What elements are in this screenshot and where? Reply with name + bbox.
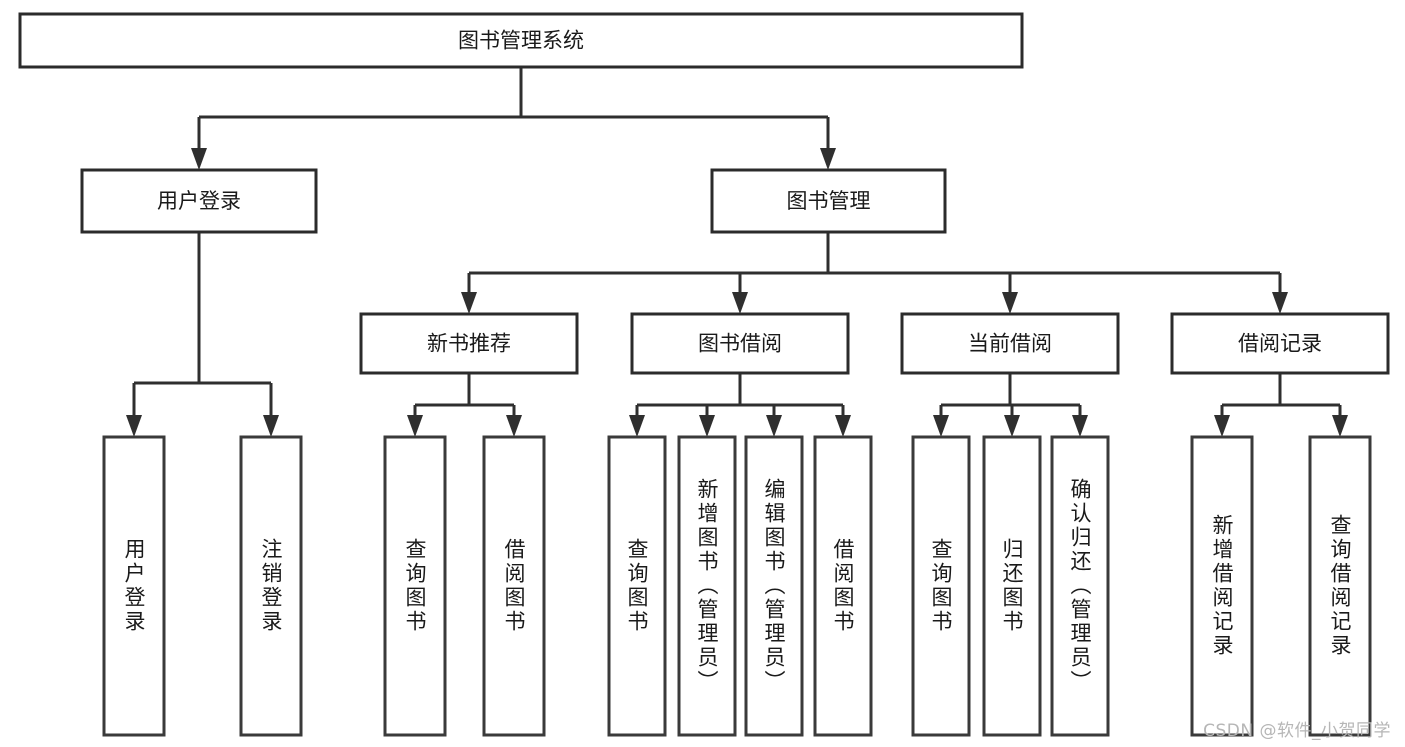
node-box[interactable]	[911, 435, 971, 737]
node-label: 归还图书	[1000, 538, 1024, 634]
node-box[interactable]	[1170, 312, 1390, 375]
node-label: 查询图书	[929, 538, 953, 634]
node-label: 借阅图书	[831, 538, 855, 634]
node-box[interactable]	[677, 435, 737, 737]
node-leaf-logout-login[interactable]: 注销登录	[239, 435, 303, 737]
node-box[interactable]	[744, 435, 804, 737]
node-leaf-user-login[interactable]: 用户登录	[102, 435, 166, 737]
edge-arrowhead	[506, 415, 522, 437]
node-box[interactable]	[80, 168, 318, 234]
node-box[interactable]	[482, 435, 546, 737]
edge-arrowhead	[263, 415, 279, 437]
node-leaf-confirm-return-admin[interactable]: 确认归还（管理员）	[1050, 435, 1110, 737]
node-leaf-return-book[interactable]: 归还图书	[982, 435, 1042, 737]
node-label: 查询图书	[403, 538, 427, 634]
node-book-borrow[interactable]: 图书借阅	[630, 312, 850, 375]
edge-arrowhead	[732, 292, 748, 314]
csdn-watermark: CSDN @软件_小贺同学	[1203, 721, 1391, 741]
node-box[interactable]	[900, 312, 1120, 375]
node-box[interactable]	[359, 312, 579, 375]
node-label: 编辑图书（管理员）	[762, 478, 786, 694]
node-label: 用户登录	[157, 189, 241, 213]
node-label: 确认归还（管理员）	[1068, 478, 1092, 694]
edge-arrowhead	[766, 415, 782, 437]
node-label: 借阅图书	[502, 538, 526, 634]
node-box[interactable]	[1050, 435, 1110, 737]
node-label: 当前借阅	[968, 332, 1052, 356]
node-leaf-borrow-book-recommend[interactable]: 借阅图书	[482, 435, 546, 737]
edge-arrowhead	[699, 415, 715, 437]
node-label: 借阅记录	[1238, 332, 1322, 356]
edge-arrowhead	[126, 415, 142, 437]
edges-layer	[126, 67, 1348, 437]
edge-arrowhead	[1072, 415, 1088, 437]
edge-arrowhead	[820, 148, 836, 170]
nodes-layer: 图书管理系统用户登录图书管理新书推荐图书借阅当前借阅借阅记录用户登录注销登录查询…	[18, 12, 1390, 737]
edge-arrowhead	[835, 415, 851, 437]
node-leaf-query-borrow-record[interactable]: 查询借阅记录	[1308, 435, 1372, 737]
node-current-borrow[interactable]: 当前借阅	[900, 312, 1120, 375]
edge-arrowhead	[1002, 292, 1018, 314]
node-box[interactable]	[1308, 435, 1372, 737]
edge-arrowhead	[1214, 415, 1230, 437]
node-box[interactable]	[982, 435, 1042, 737]
node-label: 注销登录	[259, 538, 283, 634]
edge-arrowhead	[1004, 415, 1020, 437]
edge-arrowhead	[1332, 415, 1348, 437]
node-box[interactable]	[630, 312, 850, 375]
node-label: 新增借阅记录	[1210, 514, 1234, 658]
edge-arrowhead	[461, 292, 477, 314]
node-box[interactable]	[710, 168, 947, 234]
node-leaf-edit-book-admin[interactable]: 编辑图书（管理员）	[744, 435, 804, 737]
node-leaf-query-book-recommend[interactable]: 查询图书	[383, 435, 447, 737]
node-leaf-add-borrow-record[interactable]: 新增借阅记录	[1190, 435, 1254, 737]
node-label: 新书推荐	[427, 332, 511, 356]
node-box[interactable]	[607, 435, 667, 737]
node-leaf-query-book-borrow[interactable]: 查询图书	[607, 435, 667, 737]
node-leaf-add-book-admin[interactable]: 新增图书（管理员）	[677, 435, 737, 737]
edge-arrowhead	[407, 415, 423, 437]
node-borrow-records[interactable]: 借阅记录	[1170, 312, 1390, 375]
node-leaf-query-book-current[interactable]: 查询图书	[911, 435, 971, 737]
node-box[interactable]	[383, 435, 447, 737]
node-label: 查询借阅记录	[1328, 514, 1352, 658]
node-label: 图书管理系统	[458, 29, 584, 53]
node-user-login[interactable]: 用户登录	[80, 168, 318, 234]
edge-arrowhead	[191, 148, 207, 170]
node-box[interactable]	[18, 12, 1024, 69]
edge-arrowhead	[933, 415, 949, 437]
node-label: 图书管理	[787, 189, 871, 213]
node-root-root[interactable]: 图书管理系统	[18, 12, 1024, 69]
node-new-book-recommend[interactable]: 新书推荐	[359, 312, 579, 375]
node-leaf-borrow-book[interactable]: 借阅图书	[813, 435, 873, 737]
node-book-management[interactable]: 图书管理	[710, 168, 947, 234]
node-box[interactable]	[102, 435, 166, 737]
edge-arrowhead	[1272, 292, 1288, 314]
node-box[interactable]	[813, 435, 873, 737]
node-label: 查询图书	[625, 538, 649, 634]
edge-arrowhead	[629, 415, 645, 437]
node-label: 图书借阅	[698, 332, 782, 356]
node-label: 用户登录	[122, 538, 146, 634]
node-label: 新增图书（管理员）	[695, 478, 719, 694]
node-box[interactable]	[1190, 435, 1254, 737]
node-box[interactable]	[239, 435, 303, 737]
